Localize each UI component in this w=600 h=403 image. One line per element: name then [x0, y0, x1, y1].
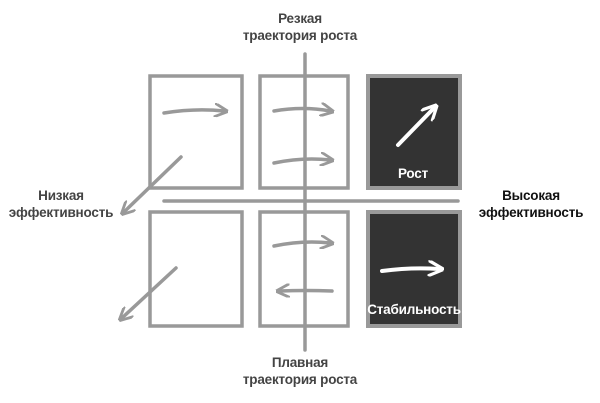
arrow-down-left-icon [124, 155, 183, 212]
label-steep-growth-line1: Резкая [278, 11, 322, 26]
label-growth: Рост [397, 166, 429, 181]
arrow-right-white-icon [380, 268, 439, 271]
box-bottom-left [148, 210, 244, 328]
label-high-efficiency: Высокая эффективность [470, 187, 592, 221]
arrow-right-icon-3 [272, 159, 330, 163]
box-growth [366, 74, 462, 190]
arrow-right-icon-2 [272, 109, 330, 112]
label-steep-growth: Резкая траектория роста [200, 10, 400, 44]
label-low-efficiency: Низкая эффективность [0, 187, 122, 221]
label-low-efficiency-line1: Низкая [38, 188, 84, 203]
label-steep-growth-line2: траектория роста [242, 28, 358, 43]
label-smooth-growth-line1: Плавная [271, 355, 329, 370]
arrow-left-icon [280, 291, 334, 292]
box-top-left [148, 74, 244, 190]
arrow-right-icon [162, 110, 224, 113]
label-smooth-growth: Плавная траектория роста [200, 354, 400, 388]
arrow-up-right-icon [396, 108, 434, 147]
label-high-efficiency-line2: эффективность [478, 205, 584, 220]
label-low-efficiency-line2: эффективность [8, 205, 114, 220]
label-high-efficiency-line1: Высокая [502, 188, 560, 203]
arrow-right-icon-4 [272, 242, 330, 246]
label-smooth-growth-line2: траектория роста [242, 372, 358, 387]
label-stability: Стабильность [367, 302, 461, 317]
arrow-down-left-icon-2 [122, 266, 178, 318]
